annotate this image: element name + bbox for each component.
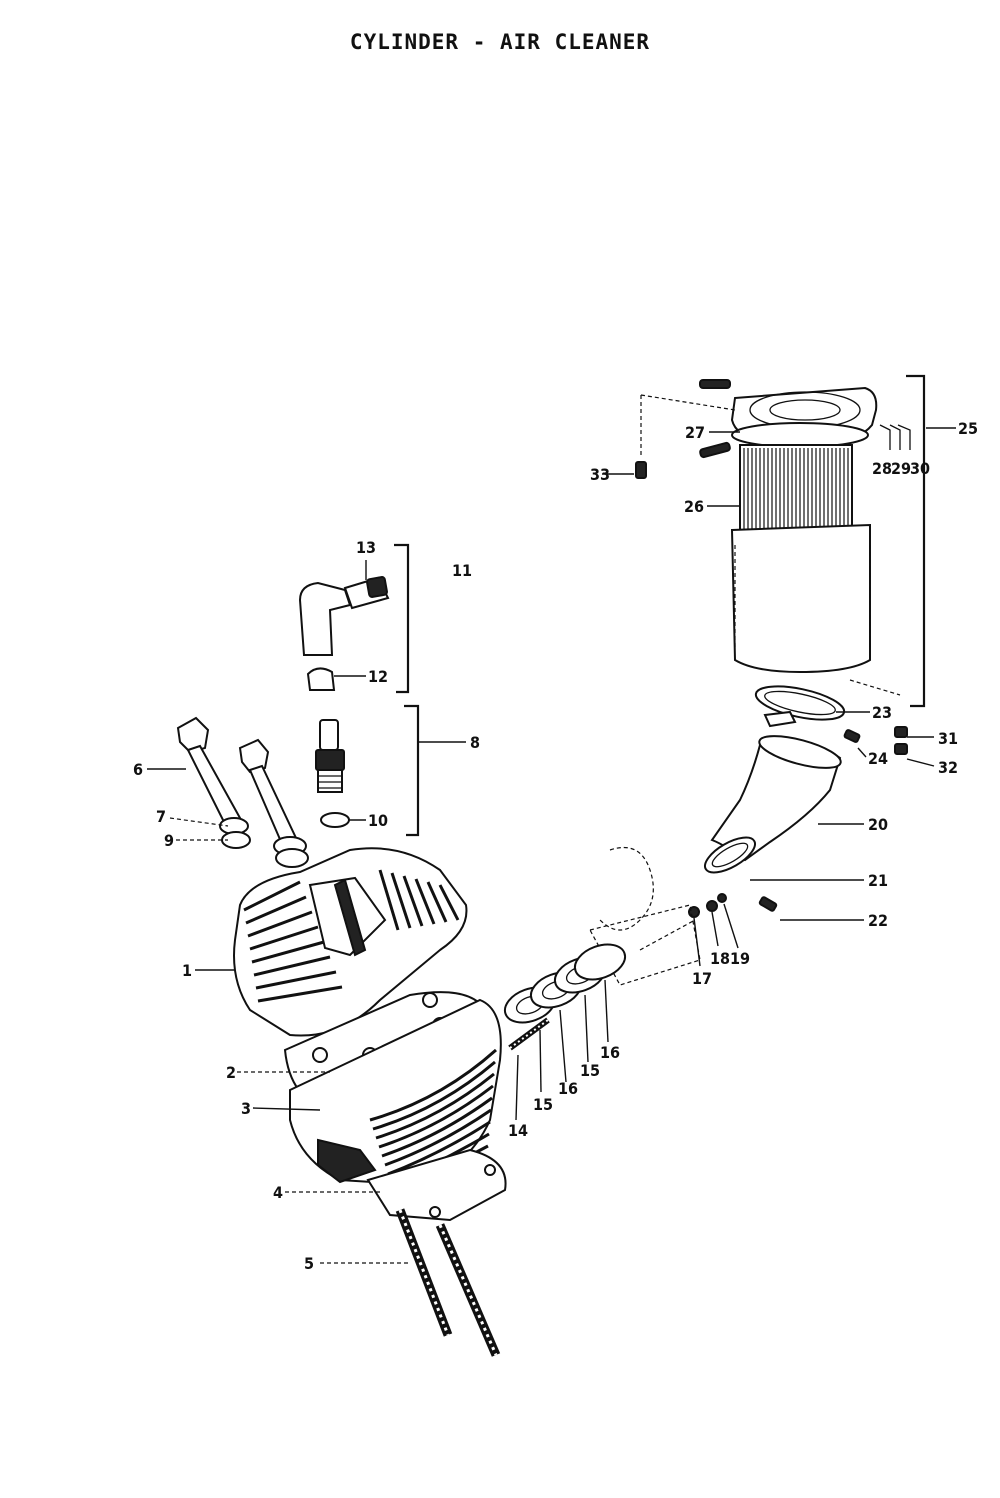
page-title: CYLINDER - AIR CLEANER — [349, 30, 651, 54]
base-gasket — [366, 1148, 507, 1222]
callout-33: 33 — [590, 465, 610, 484]
callout-15b: 15 — [580, 1061, 600, 1080]
callout-1: 1 — [182, 961, 192, 980]
callout-15a: 15 — [533, 1095, 553, 1114]
callout-2: 2 — [226, 1063, 236, 1082]
callout-labels: 1 2 3 4 5 6 7 9 8 10 12 13 11 14 15 16 1… — [133, 419, 978, 1273]
lid-screw — [699, 379, 731, 389]
cover-gasket — [731, 422, 869, 448]
drain-plug — [635, 461, 647, 479]
bracket-11 — [394, 543, 410, 694]
intake-gaskets — [503, 943, 627, 1024]
callout-32: 32 — [938, 758, 958, 777]
callout-27: 27 — [685, 423, 705, 442]
callout-25: 25 — [958, 419, 978, 438]
callout-14: 14 — [508, 1121, 528, 1140]
cylinder-head — [233, 847, 468, 1037]
callout-23: 23 — [872, 703, 892, 722]
seal-clamp — [763, 710, 797, 728]
spark-plug — [315, 719, 350, 828]
callout-30: 30 — [910, 459, 930, 478]
intake-stud — [508, 1017, 550, 1051]
air-cleaner-case — [730, 523, 871, 674]
pipe-clamp — [704, 836, 756, 874]
bracket-8 — [404, 704, 420, 837]
leader-lines — [147, 427, 956, 1264]
callout-4: 4 — [273, 1183, 283, 1202]
callout-13: 13 — [356, 538, 376, 557]
callout-29: 29 — [891, 459, 911, 478]
callout-21: 21 — [868, 871, 888, 890]
lid-screw-lower — [699, 441, 731, 459]
callout-26: 26 — [684, 497, 704, 516]
callout-5: 5 — [304, 1254, 314, 1273]
clip-hardware — [879, 424, 911, 450]
callout-17: 17 — [692, 969, 712, 988]
callout-7: 7 — [156, 807, 166, 826]
callout-12: 12 — [368, 667, 388, 686]
callout-11: 11 — [452, 561, 472, 580]
plug-cap — [298, 576, 390, 691]
carburetor-ghost — [589, 846, 701, 986]
callout-8: 8 — [470, 733, 480, 752]
callout-3: 3 — [241, 1099, 251, 1118]
air-cleaner-assembly — [635, 379, 911, 918]
callout-6: 6 — [133, 760, 143, 779]
plug-gasket — [320, 812, 350, 828]
cylinder-head-nut-left — [176, 716, 251, 849]
cylinder-head-nut-right — [238, 738, 309, 868]
bracket-25 — [906, 374, 926, 708]
callout-31: 31 — [938, 729, 958, 748]
callout-16a: 16 — [558, 1079, 578, 1098]
callout-28: 28 — [872, 459, 892, 478]
callout-18: 18 — [710, 949, 730, 968]
cylinder-barrel — [289, 998, 502, 1203]
callout-19: 19 — [730, 949, 750, 968]
callout-10: 10 — [368, 811, 388, 830]
cylinder-stud-bolts — [395, 1208, 501, 1357]
callout-24: 24 — [868, 749, 888, 768]
callout-16b: 16 — [600, 1043, 620, 1062]
callout-22: 22 — [868, 911, 888, 930]
callout-9: 9 — [164, 831, 174, 850]
callout-20: 20 — [868, 815, 888, 834]
